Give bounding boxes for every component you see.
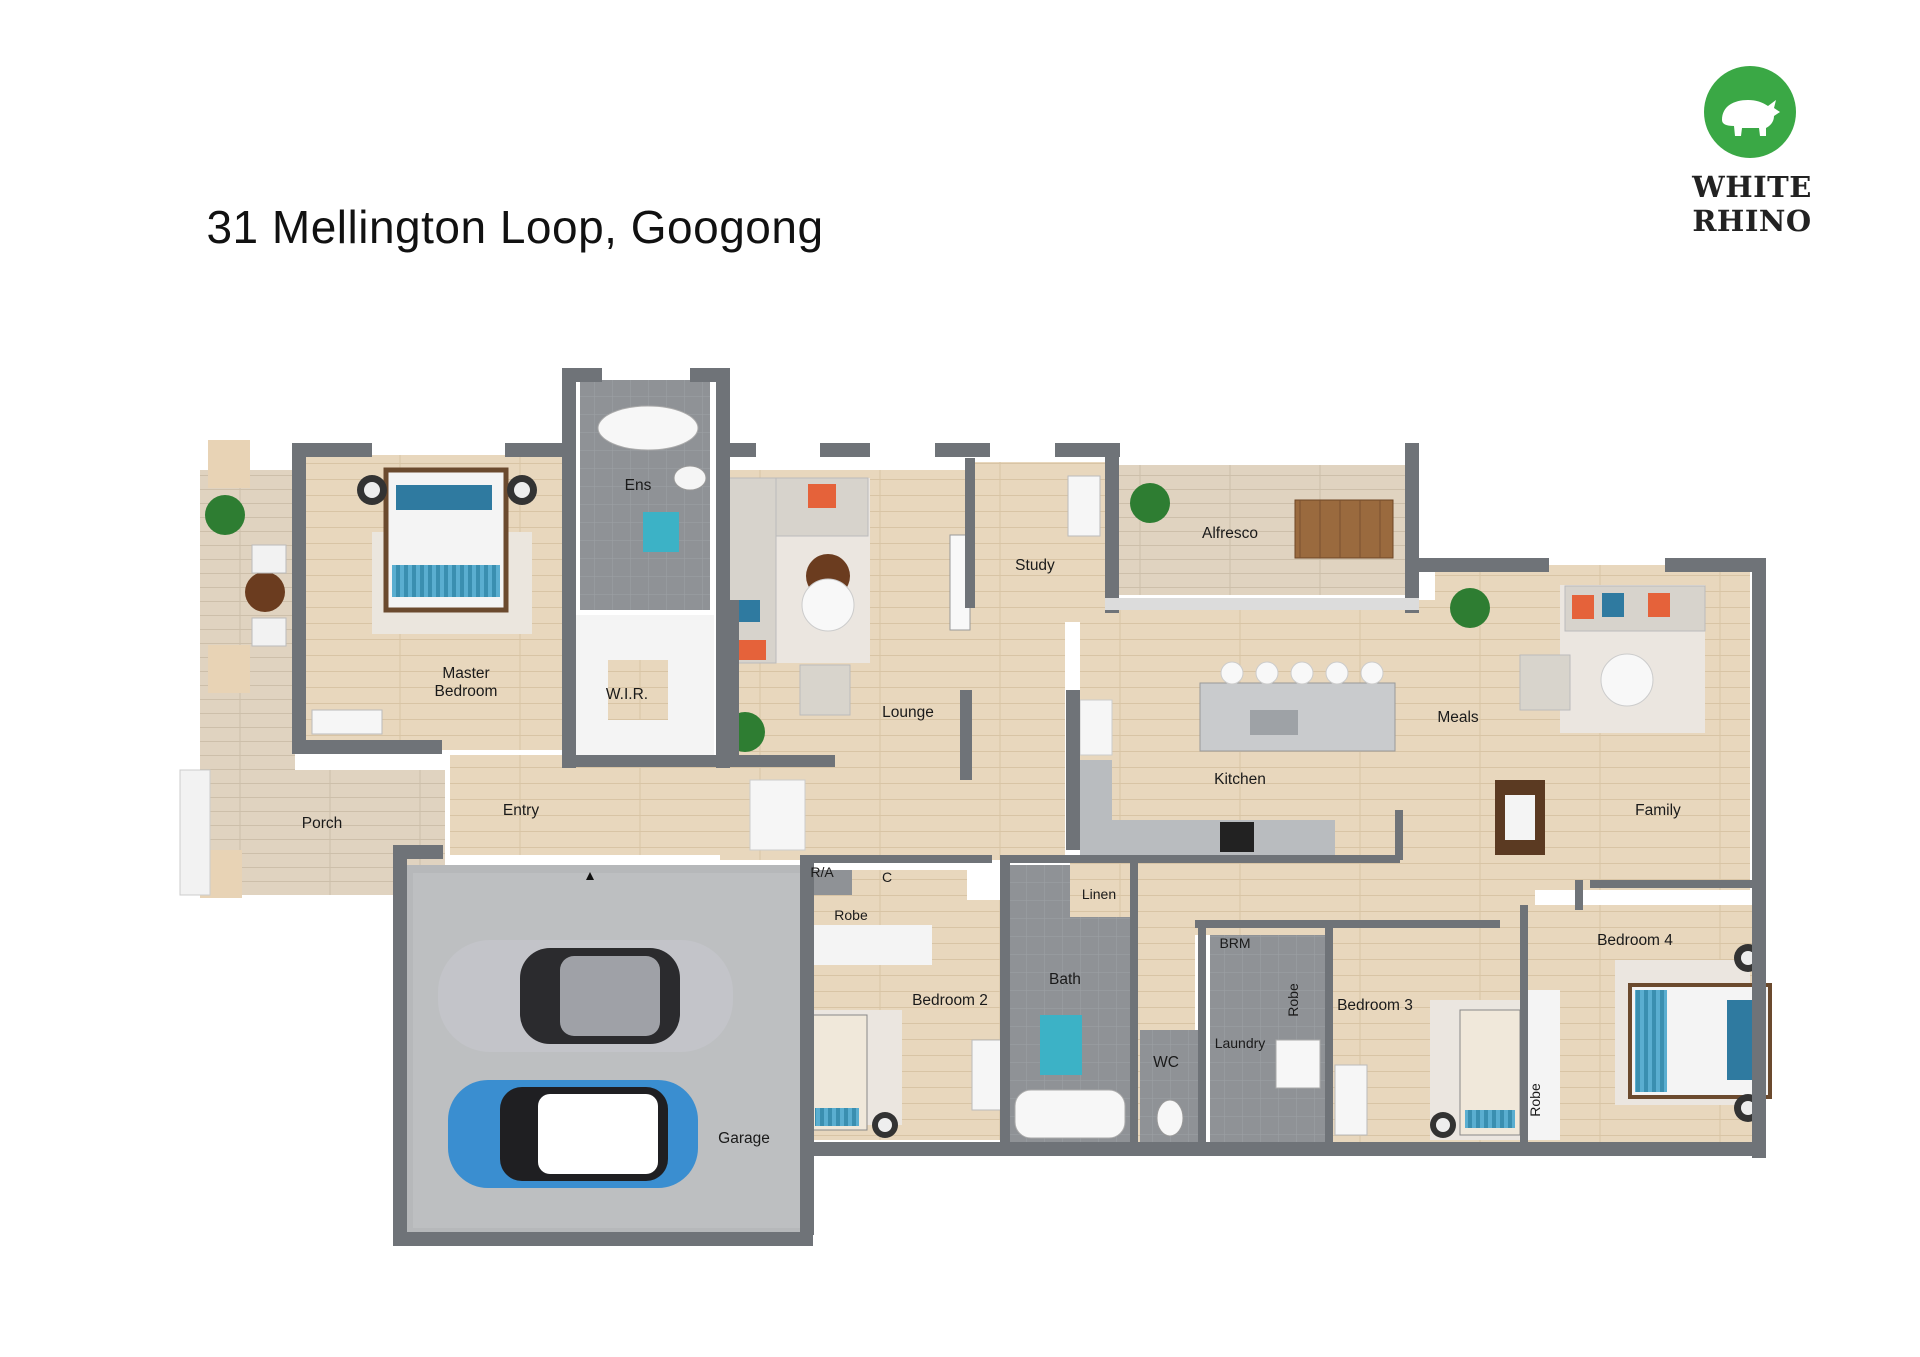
desk — [1334, 1064, 1368, 1136]
cushion — [738, 600, 760, 622]
label-porch: Porch — [302, 815, 343, 832]
label-master-line2: Bedroom — [435, 683, 498, 700]
brand-logo: WHITE RHINO — [1632, 62, 1872, 238]
toilet — [673, 465, 707, 491]
side-table — [245, 572, 285, 612]
label-bedroom-3: Bedroom 3 — [1337, 997, 1413, 1014]
label-master-line1: Master — [442, 665, 489, 682]
stool — [1325, 661, 1349, 685]
desk — [311, 709, 383, 735]
toilet — [1156, 1099, 1184, 1137]
robe-floor — [812, 925, 932, 965]
label-bath: Bath — [1049, 971, 1081, 988]
room-labels: Porch Master Bedroom Ens W.I.R. Entry Lo… — [302, 477, 1681, 1147]
label-robe-bedroom-3: Robe — [1285, 983, 1301, 1017]
entry-floor — [450, 755, 745, 855]
cushion — [1648, 593, 1670, 617]
chair — [251, 544, 287, 574]
lamp-icon — [1436, 1118, 1450, 1132]
label-meals: Meals — [1437, 709, 1479, 726]
porch-gate — [179, 769, 211, 896]
fridge — [1079, 699, 1113, 756]
sink — [1250, 710, 1298, 735]
kitchen-bench — [1080, 820, 1335, 858]
plant-icon — [1130, 483, 1170, 523]
label-family: Family — [1635, 802, 1681, 819]
label-lounge: Lounge — [882, 704, 934, 721]
desk — [971, 1039, 1003, 1111]
bed-throw — [1465, 1110, 1515, 1128]
label-alfresco: Alfresco — [1202, 525, 1258, 542]
label-wir: W.I.R. — [606, 686, 648, 703]
cushion — [1572, 595, 1594, 619]
lamp-icon — [364, 482, 380, 498]
label-c: C — [882, 869, 892, 885]
stool — [1360, 661, 1384, 685]
coffee-table — [1600, 653, 1654, 707]
label-brm: BRM — [1219, 935, 1250, 951]
ra-floor — [812, 870, 852, 895]
label-robe-bedroom-4: Robe — [1527, 1083, 1543, 1117]
lamp-icon — [1741, 1101, 1755, 1115]
walls — [292, 368, 1766, 1246]
brand-name: WHITE RHINO — [1692, 170, 1812, 238]
stairs-landing — [749, 779, 806, 851]
desk — [1067, 475, 1101, 537]
label-ra: R/A — [810, 864, 834, 880]
porch-step — [208, 440, 250, 488]
rhino-icon — [1704, 66, 1796, 158]
label-bedroom-4: Bedroom 4 — [1597, 932, 1673, 949]
armchair — [1519, 654, 1571, 711]
stool — [1220, 661, 1244, 685]
label-linen: Linen — [1082, 886, 1116, 902]
entry-arrow-icon — [586, 872, 594, 880]
plant-icon — [1450, 588, 1490, 628]
bed-throw — [1635, 990, 1667, 1092]
bath-mat — [643, 512, 679, 552]
page-title: 31 Mellington Loop, Googong — [206, 201, 824, 253]
label-bedroom-2: Bedroom 2 — [912, 992, 988, 1009]
label-wc: WC — [1153, 1054, 1179, 1071]
label-kitchen: Kitchen — [1214, 771, 1266, 788]
bed-throw — [815, 1108, 859, 1126]
porch-step — [208, 645, 250, 693]
label-ens: Ens — [625, 477, 652, 494]
stool — [1290, 661, 1314, 685]
cushion — [738, 640, 766, 660]
bathtub — [1014, 1089, 1126, 1139]
label-robe-bedroom-2: Robe — [834, 907, 868, 923]
cushion — [1602, 593, 1624, 617]
robe-floor — [1522, 990, 1560, 1140]
cushion — [808, 484, 836, 508]
cooktop — [1220, 822, 1254, 852]
car-silver — [438, 940, 733, 1052]
bathtub — [597, 405, 699, 451]
outdoor-table — [1294, 499, 1394, 559]
table-runner — [1505, 795, 1535, 840]
chair — [251, 617, 287, 647]
lamp-icon — [1741, 951, 1755, 965]
plant-icon — [205, 495, 245, 535]
washer — [1275, 1039, 1321, 1089]
stool — [1255, 661, 1279, 685]
wir-center — [608, 660, 668, 720]
pillows — [396, 485, 492, 510]
label-laundry: Laundry — [1215, 1035, 1266, 1051]
coffee-table — [801, 578, 855, 632]
armchair — [799, 664, 851, 716]
bath-mat — [1040, 1015, 1082, 1075]
label-entry: Entry — [503, 802, 539, 819]
car-blue — [448, 1080, 698, 1188]
pillows — [1727, 1000, 1752, 1080]
lamp-icon — [878, 1118, 892, 1132]
label-garage: Garage — [718, 1130, 770, 1147]
label-study: Study — [1015, 557, 1055, 574]
linen-floor — [1070, 862, 1135, 917]
lamp-icon — [514, 482, 530, 498]
bed-throw — [392, 565, 500, 597]
